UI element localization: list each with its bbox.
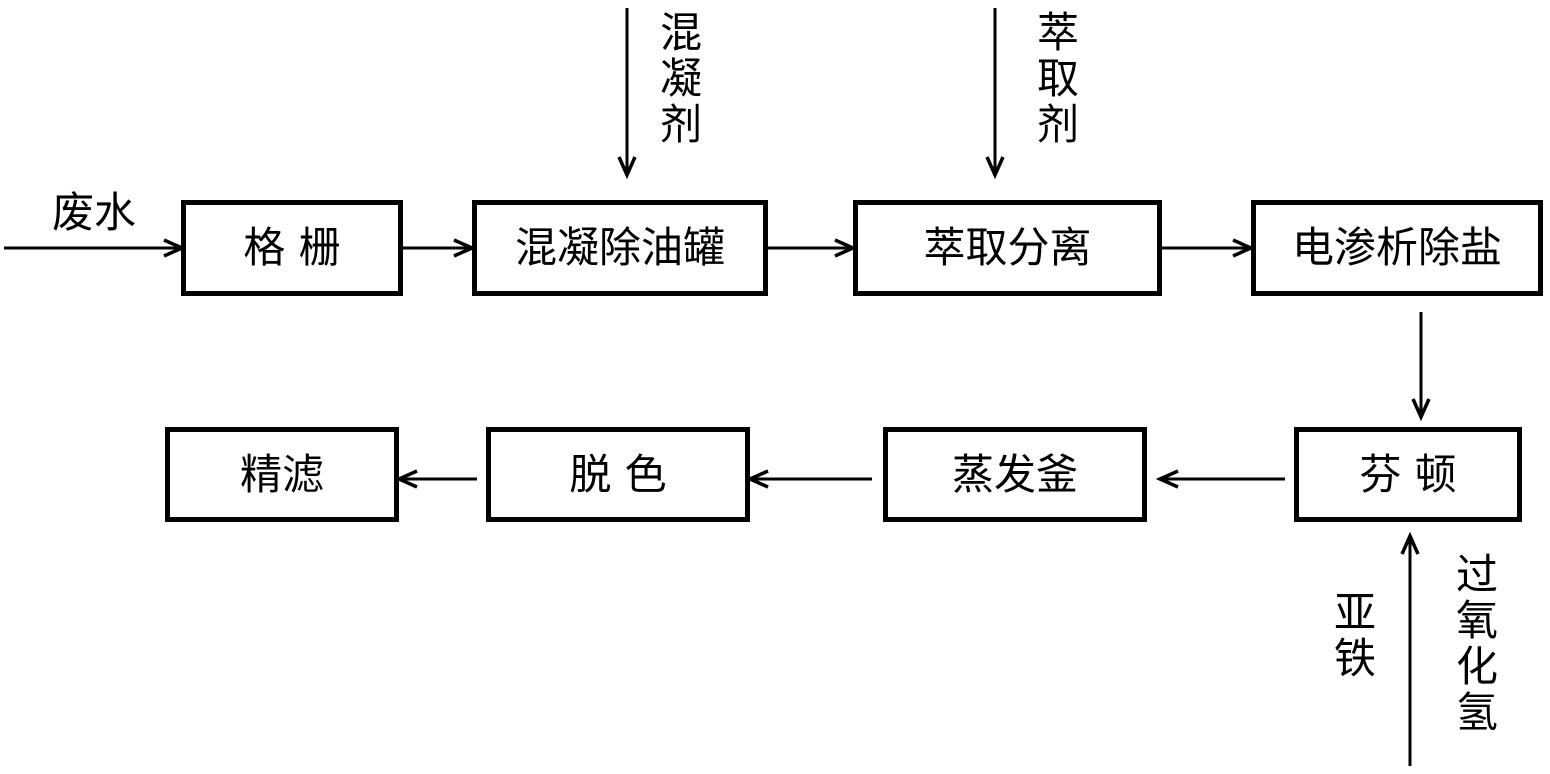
wastewater-label: 废水 bbox=[52, 188, 137, 237]
coagulation-tank-box: 混凝除油罐 bbox=[472, 200, 768, 296]
extractant-label: 萃 取 剂 bbox=[1037, 10, 1079, 148]
fine-filter-box: 精滤 bbox=[165, 427, 399, 522]
ferrous-label: 亚 铁 bbox=[1334, 590, 1376, 682]
fenton-box: 芬 顿 bbox=[1294, 427, 1522, 522]
ferrous-char: 铁 bbox=[1334, 634, 1377, 683]
hydrogen-peroxide-char: 过 bbox=[1456, 550, 1499, 599]
grille-box: 格 栅 bbox=[181, 200, 403, 296]
coagulant-char: 剂 bbox=[660, 100, 703, 149]
extractant-char: 萃 bbox=[1037, 8, 1080, 57]
coagulant-char: 混 bbox=[660, 8, 703, 57]
decolorization-box: 脱 色 bbox=[486, 427, 750, 522]
extraction-box: 萃取分离 bbox=[853, 200, 1162, 296]
ferrous-char: 亚 bbox=[1334, 588, 1377, 637]
electrodialysis-box: 电渗析除盐 bbox=[1251, 200, 1543, 296]
hydrogen-peroxide-char: 氢 bbox=[1456, 688, 1499, 737]
extractant-char: 剂 bbox=[1037, 100, 1080, 149]
hydrogen-peroxide-char: 化 bbox=[1456, 642, 1499, 691]
hydrogen-peroxide-label: 过 氧 化 氢 bbox=[1456, 552, 1498, 736]
coagulant-char: 凝 bbox=[660, 54, 703, 103]
hydrogen-peroxide-char: 氧 bbox=[1456, 596, 1499, 645]
extractant-char: 取 bbox=[1037, 54, 1080, 103]
evaporator-box: 蒸发釜 bbox=[883, 427, 1147, 522]
coagulant-label: 混 凝 剂 bbox=[660, 10, 702, 148]
